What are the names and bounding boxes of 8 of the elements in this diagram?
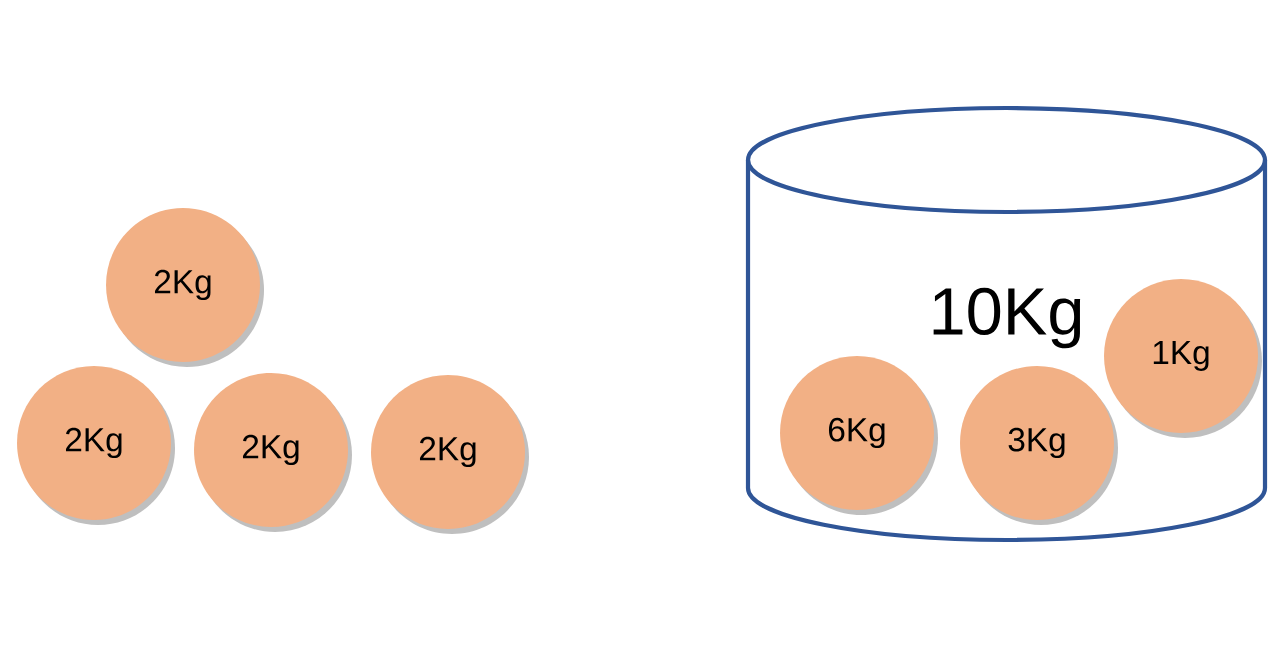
weight-ball: 2Kg [371, 375, 529, 534]
weight-ball: 2Kg [194, 373, 352, 532]
weight-ball: 2Kg [106, 208, 264, 367]
weight-ball: 3Kg [960, 366, 1118, 525]
node-label: 10Kg [933, 287, 1081, 349]
weight-ball: 1Kg [1104, 279, 1262, 438]
weight-ball: 6Kg [780, 356, 938, 515]
weight-ball: 2Kg [17, 366, 175, 525]
